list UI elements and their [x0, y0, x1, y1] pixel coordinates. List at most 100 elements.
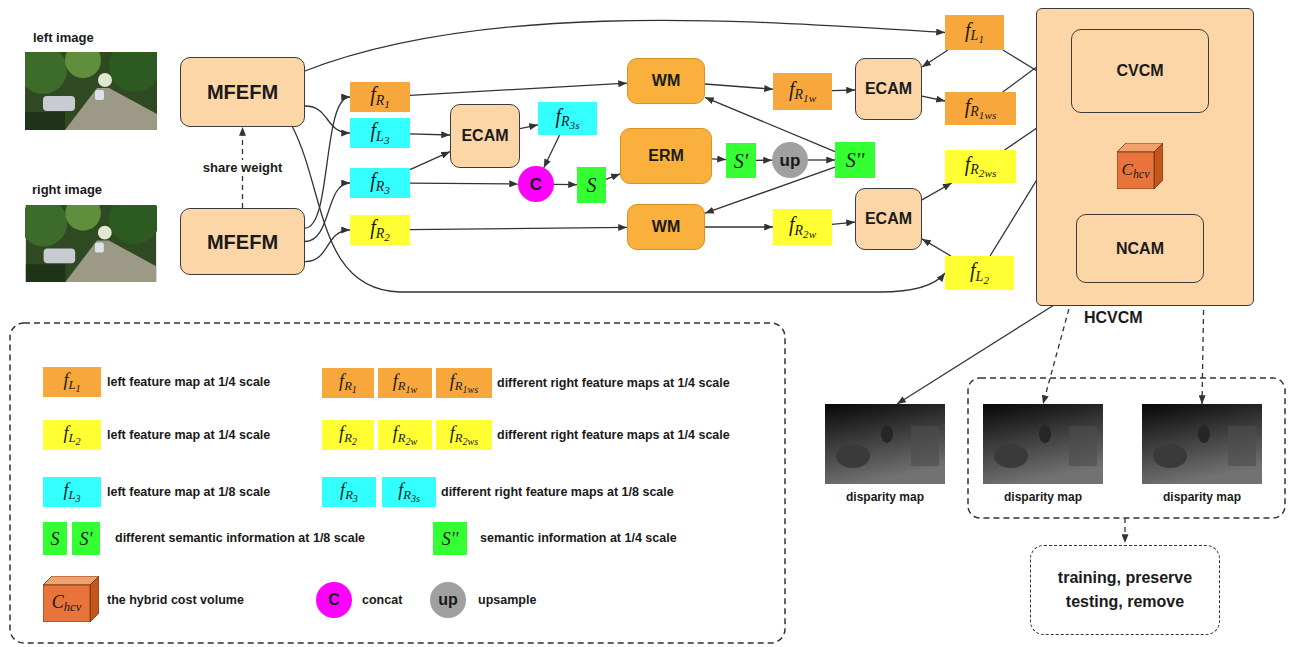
node-label: fL2	[970, 260, 989, 286]
legend-text: different right feature maps at 1/4 scal…	[497, 427, 730, 443]
subscript: R3s	[403, 488, 420, 502]
note-box: training, preserve testing, remove	[1030, 545, 1220, 635]
legend-symbol: fL1	[63, 371, 80, 394]
subscript: L2	[68, 431, 80, 445]
legend-text: left feature map at 1/4 scale	[107, 427, 270, 443]
legend-symbol: C	[328, 592, 340, 608]
subscript: R2	[376, 226, 390, 241]
subscript: R1	[344, 379, 357, 393]
subscript: 1	[75, 382, 80, 393]
connector	[554, 184, 577, 186]
subscript: 2	[384, 231, 390, 243]
legend-text: left feature map at 1/4 scale	[107, 374, 270, 390]
node-label: MFEFM	[207, 82, 278, 102]
legend-swatch: fR2ws	[436, 420, 492, 450]
legend-symbol: fR1ws	[450, 372, 478, 395]
legend-swatch: S'	[72, 522, 100, 555]
subscript: R2w	[398, 431, 417, 445]
node-label: fR1w	[789, 79, 816, 105]
subscript: R3	[345, 488, 358, 502]
node-label: fR2w	[789, 214, 816, 240]
node-label: up	[780, 152, 801, 169]
node-label: MFEFM	[207, 232, 278, 252]
node-label: S''	[846, 150, 865, 170]
module-box: ECAM	[855, 58, 922, 120]
legend-text: different semantic information at 1/8 sc…	[115, 530, 365, 546]
subscript: R2ws	[455, 431, 478, 445]
legend-cube: Chcv	[43, 576, 99, 622]
node-label: S'	[734, 151, 748, 171]
subscript: 2	[983, 274, 989, 286]
feature-map-box: fR2ws	[945, 150, 1016, 183]
subscript: 2w	[803, 228, 816, 240]
legend-swatch: fR1	[322, 368, 374, 398]
legend-swatch: fL3	[43, 477, 101, 507]
subscript: 2	[352, 435, 357, 446]
connector	[305, 230, 350, 262]
subscript: 2ws	[979, 167, 996, 179]
subscript: 2w	[405, 435, 417, 446]
node-label: fL1	[965, 20, 984, 46]
node-label: disparity map	[846, 490, 924, 504]
connector	[705, 84, 773, 89]
feature-map-box: fR3s	[538, 102, 597, 135]
legend-text: semantic information at 1/4 scale	[480, 530, 677, 546]
left-photo	[19, 40, 161, 130]
connector	[305, 183, 350, 242]
legend-swatch: fR1w	[378, 368, 432, 398]
edge-label: share weight	[200, 160, 285, 176]
subscript: L2	[976, 269, 989, 284]
connector	[832, 222, 855, 224]
legend-text: upsample	[478, 592, 536, 608]
node-label: ERM	[648, 148, 684, 164]
node-label: fR1ws	[965, 96, 997, 122]
feature-map-box: S'	[726, 143, 756, 178]
node-label: NCAM	[1116, 241, 1164, 257]
operation-box: ERM	[620, 128, 712, 184]
subscript: R1ws	[970, 104, 996, 119]
cube-face: Chcv	[1117, 152, 1154, 189]
connector	[922, 96, 945, 101]
legend-swatch: S''	[433, 522, 467, 555]
connector	[305, 97, 350, 228]
feature-map-box: fR2	[350, 215, 410, 245]
subscript: L3	[68, 488, 80, 502]
connector	[705, 226, 773, 227]
node-label: CVCM	[1116, 63, 1163, 79]
subscript: R2ws	[970, 162, 996, 177]
feature-map-box: S''	[835, 142, 875, 178]
node-label: fR3s	[555, 106, 579, 132]
legend-text: the hybrid cost volume	[107, 592, 244, 608]
operation-box: WM	[627, 58, 705, 104]
legend-circle: C	[316, 582, 352, 618]
subscript: L1	[971, 28, 984, 43]
subscript: R3s	[561, 114, 580, 129]
connector	[922, 50, 948, 67]
module-box: ECAM	[450, 104, 520, 168]
legend-swatch: fR3	[322, 477, 376, 507]
feature-map-box: fR3	[350, 168, 410, 198]
module-box: MFEFM	[180, 57, 305, 127]
connector	[305, 106, 350, 133]
disparity-image	[1142, 404, 1262, 484]
legend-symbol: fR3s	[398, 481, 420, 504]
disparity-image	[825, 404, 945, 484]
cube-face: Chcv	[43, 585, 90, 622]
subscript: 3	[75, 492, 80, 503]
subscript: 1	[978, 33, 984, 45]
connector	[410, 152, 450, 170]
feature-map-box: fL3	[350, 118, 410, 148]
subscript: 3	[384, 184, 390, 196]
legend-symbol: fR3	[340, 481, 358, 504]
image-caption: right image	[32, 183, 102, 196]
connector	[922, 239, 951, 256]
module-box: CVCM	[1071, 29, 1209, 113]
cube-front	[1117, 152, 1154, 189]
legend-symbol: fR2	[339, 424, 357, 447]
node-label: ECAM	[865, 81, 912, 97]
subscript: 1w	[803, 92, 816, 104]
disparity-map: disparity map	[983, 404, 1103, 504]
legend-symbol: fR1	[339, 372, 357, 395]
legend-symbol: fR2ws	[450, 424, 478, 447]
cube-top	[43, 576, 99, 585]
